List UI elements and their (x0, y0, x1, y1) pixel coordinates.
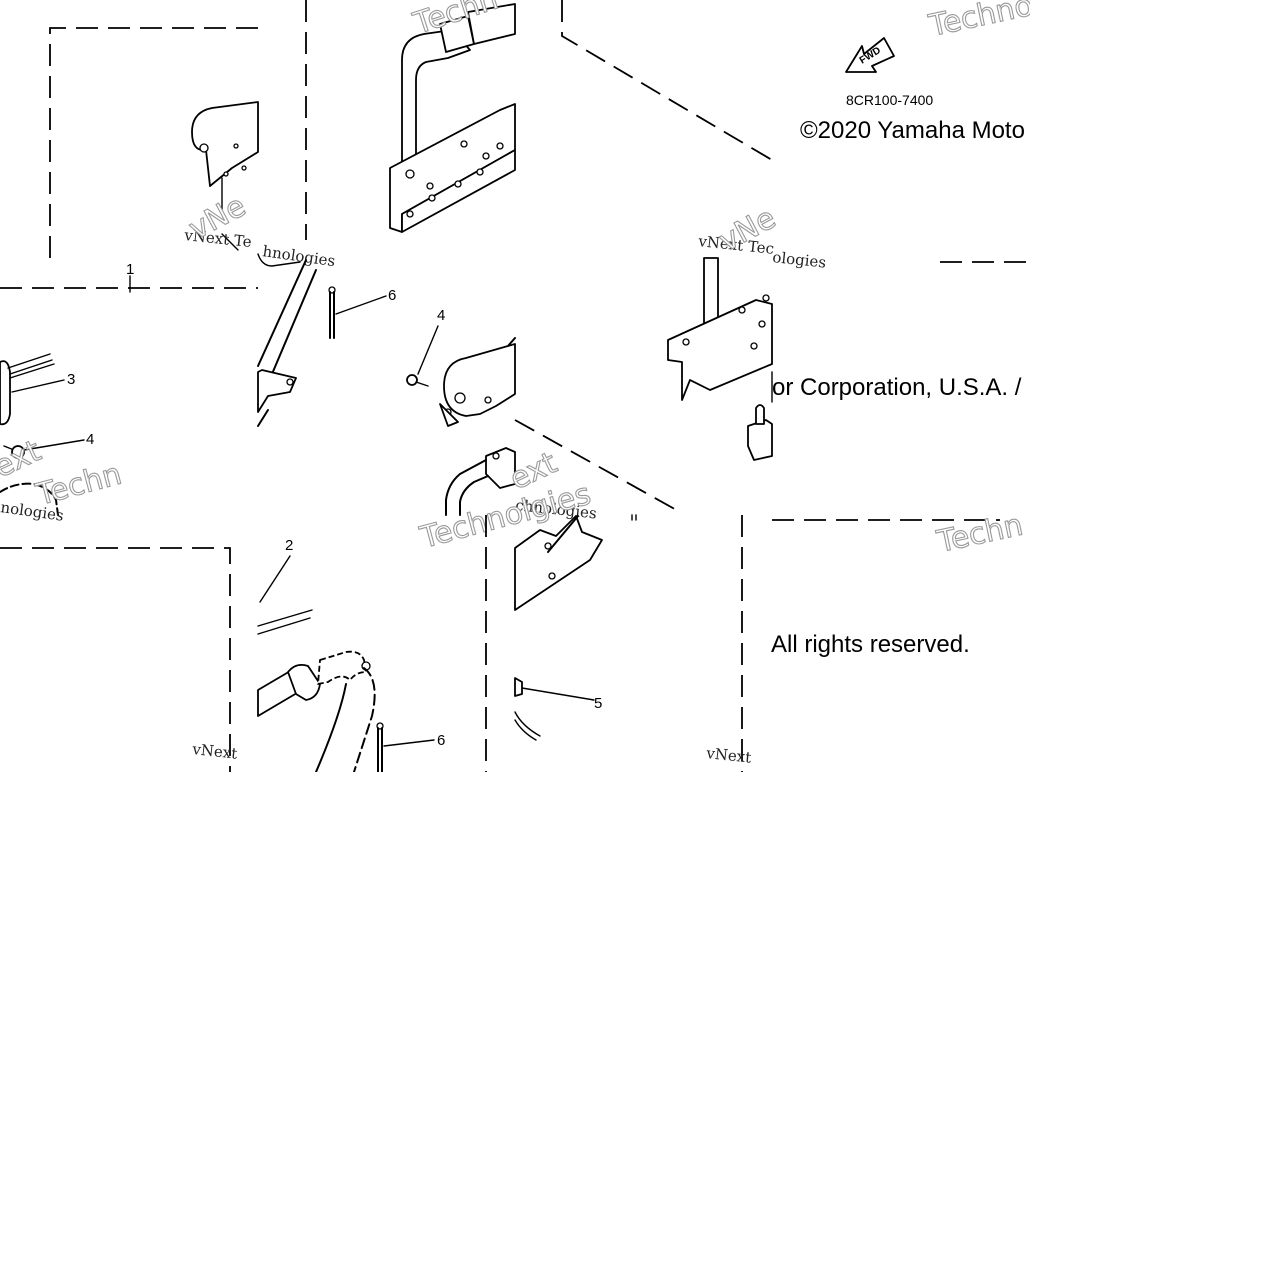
handle-grip-part (257, 650, 376, 773)
callout-5: 5 (594, 695, 602, 712)
clamp-part (0, 353, 65, 426)
tile-mid-middle: 6 4 (257, 259, 516, 516)
bracket-foot (257, 369, 297, 413)
sleeve-part (439, 343, 516, 427)
switch-part (747, 419, 773, 461)
watermark-text: Techn (933, 508, 1026, 560)
copyright-line-2: or Corporation, U.S.A. / (772, 374, 1022, 401)
bolt-part (3, 439, 85, 459)
hose-segment (257, 409, 269, 427)
tile-bottom-right: 5 vNext (514, 515, 753, 772)
tile-bottom-middle: 2 6 (257, 515, 487, 773)
callout-4: 4 (437, 307, 445, 324)
watermark-text: vNext (191, 740, 239, 763)
callout-6: 6 (437, 732, 445, 749)
hose-segment (507, 337, 516, 347)
watermark-text: vNext (705, 744, 753, 767)
watermark-text: Techno (925, 0, 1036, 44)
switch-toggle (755, 404, 765, 425)
assembly-frame-dashed (0, 547, 231, 772)
bracket-plate-part (514, 515, 603, 611)
pin-stub (631, 514, 637, 521)
mount-post-part (667, 257, 773, 401)
callout-3: 3 (67, 371, 75, 388)
rod-part (257, 609, 313, 635)
copyright-line-1: ©2020 Yamaha Moto (800, 117, 1025, 144)
hose-segment (0, 482, 59, 516)
copyright-line-3: All rights reserved. (771, 631, 970, 658)
handle-bracket-part (191, 101, 259, 251)
assembly-frame-dashed (561, 0, 773, 161)
tile-mid-left: 1 3 4 ext nologies Techn (0, 261, 258, 525)
callout-6: 6 (388, 287, 396, 304)
fwd-arrow: FWD (845, 37, 895, 73)
part-code: 8CR100-7400 (846, 92, 933, 108)
callout-2: 2 (285, 537, 293, 554)
callout-1: 1 (126, 261, 134, 278)
tile-bottom-far-right: Techn All rights reserved. (771, 507, 1027, 658)
frame-tube (257, 259, 317, 375)
cotter-pin-part (328, 286, 387, 339)
tile-bottom-left: vNext (0, 547, 239, 772)
tile-top-middle: hnologies Techn (257, 0, 516, 270)
watermark-text: ologies (772, 248, 827, 272)
tile-top-left: vNext Te vNe (49, 27, 259, 258)
tile-mid-far-right: or Corporation, U.S.A. / (771, 261, 1030, 403)
assembly-frame-dashed (49, 27, 258, 258)
callout-leader (259, 555, 291, 603)
callout-4: 4 (86, 431, 94, 448)
pipe-and-plate-part (389, 3, 516, 233)
cotter-pin-part (376, 722, 435, 773)
hose-segment (257, 253, 301, 267)
tile-top-right: FWD (561, 0, 895, 161)
connector-part (514, 677, 595, 741)
bolt-part (406, 325, 439, 387)
tile-top-far-right: 8CR100-7400 ©2020 Yamaha Moto Techno (800, 0, 1036, 144)
hose-segment (445, 459, 489, 516)
